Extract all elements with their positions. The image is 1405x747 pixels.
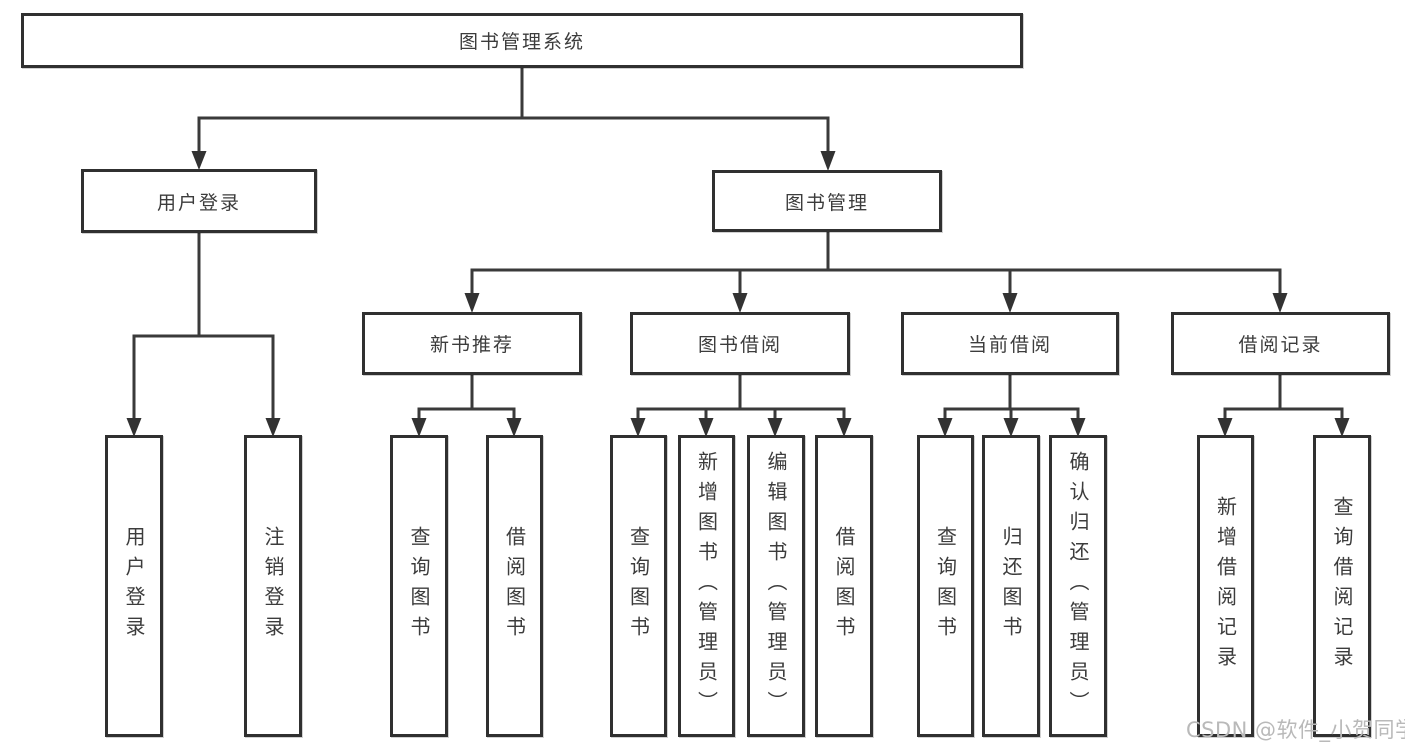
csdn-watermark: CSDN @软件_小贺同学 bbox=[1186, 718, 1405, 742]
connector-book-borrow-branch bbox=[636, 375, 846, 418]
leaf-query-borrow-record: 查询借阅记录 bbox=[1313, 435, 1371, 737]
arrowheads-level2 bbox=[191, 151, 836, 171]
node-user-login: 用户登录 bbox=[81, 169, 317, 233]
leaf-user-login: 用户登录 bbox=[105, 435, 163, 737]
leaf-confirm-return-admin: 确认归还（管理员） bbox=[1049, 435, 1107, 737]
node-library-system: 图书管理系统 bbox=[21, 13, 1023, 68]
leaf-return-books: 归还图书 bbox=[982, 435, 1040, 737]
leaf-edit-books-admin: 编辑图书（管理员） bbox=[747, 435, 805, 737]
node-new-book-recommend: 新书推荐 bbox=[362, 312, 582, 375]
leaf-borrow-books-recommend: 借阅图书 bbox=[486, 435, 543, 737]
leaf-query-books-recommend: 查询图书 bbox=[390, 435, 448, 737]
node-book-borrow: 图书借阅 bbox=[630, 312, 850, 375]
leaf-borrow-books: 借阅图书 bbox=[815, 435, 873, 737]
arrowheads-borrow-records-branch bbox=[1217, 418, 1350, 437]
arrowheads-level3 bbox=[464, 293, 1288, 313]
connector-book-mgmt-to-level3 bbox=[470, 232, 1282, 293]
node-current-borrow: 当前借阅 bbox=[901, 312, 1119, 375]
leaf-add-books-admin: 新增图书（管理员） bbox=[678, 435, 735, 737]
arrowheads-book-borrow-branch bbox=[630, 418, 852, 437]
arrowheads-new-rec-branch bbox=[411, 418, 522, 437]
leaf-logout: 注销登录 bbox=[244, 435, 302, 737]
node-borrow-records: 借阅记录 bbox=[1171, 312, 1390, 375]
node-book-management: 图书管理 bbox=[712, 170, 942, 232]
connector-current-borrow-branch bbox=[943, 375, 1080, 418]
connector-borrow-records-branch bbox=[1223, 375, 1344, 418]
connector-user-login-branch bbox=[132, 233, 275, 418]
leaf-query-books-current: 查询图书 bbox=[917, 435, 974, 737]
arrowheads-current-borrow-branch bbox=[937, 418, 1086, 437]
leaf-add-borrow-record: 新增借阅记录 bbox=[1197, 435, 1254, 737]
leaf-query-books-borrow: 查询图书 bbox=[610, 435, 667, 737]
connector-new-rec-branch bbox=[417, 375, 516, 418]
connector-root-to-level2 bbox=[197, 68, 830, 152]
arrowheads-user-login-branch bbox=[126, 418, 281, 437]
